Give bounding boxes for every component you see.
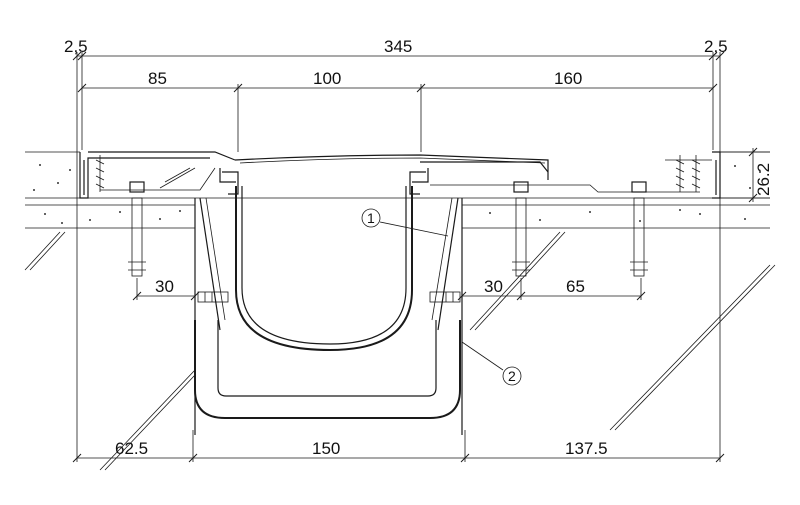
anchor-bolts — [128, 181, 648, 277]
dim-left-plate: 85 — [148, 69, 167, 88]
dim-left-anchor-offset: 30 — [155, 277, 174, 296]
dim-anchor-spacing: 65 — [566, 277, 585, 296]
dim-height: 26.2 — [754, 163, 773, 196]
screw-right-a — [675, 155, 685, 192]
drainage-channel — [194, 171, 463, 435]
dim-right-plate: 160 — [554, 69, 582, 88]
screw-left — [95, 155, 105, 192]
anchor-bolt-right-b — [630, 181, 648, 277]
fixing-screws — [95, 155, 701, 192]
dim-center-cover: 100 — [313, 69, 341, 88]
dimension-labels: 2,5 345 2,5 85 100 160 26.2 30 30 65 62.… — [64, 37, 773, 458]
frame-profiles — [79, 151, 721, 199]
screw-right-b — [691, 155, 701, 192]
dim-top-right-gap: 2,5 — [704, 37, 728, 56]
dim-top-left-gap: 2,5 — [64, 37, 88, 56]
callout-1-label: 1 — [367, 210, 375, 226]
dimension-lines — [72, 51, 770, 463]
dim-overall-width: 345 — [384, 37, 412, 56]
anchor-bolt-right-a — [512, 181, 530, 277]
dim-right-anchor-offset: 30 — [484, 277, 503, 296]
dim-bottom-left: 62.5 — [115, 439, 148, 458]
callout-2: 2 — [461, 341, 522, 386]
dim-bottom-right: 137.5 — [565, 439, 608, 458]
dim-bottom-center: 150 — [312, 439, 340, 458]
callout-2-label: 2 — [508, 368, 516, 384]
side-bolt-right — [429, 291, 461, 303]
side-bolt-left — [197, 291, 229, 303]
callout-1: 1 — [361, 208, 449, 237]
concrete-slab — [24, 151, 776, 471]
anchor-bolt-left — [128, 181, 146, 277]
